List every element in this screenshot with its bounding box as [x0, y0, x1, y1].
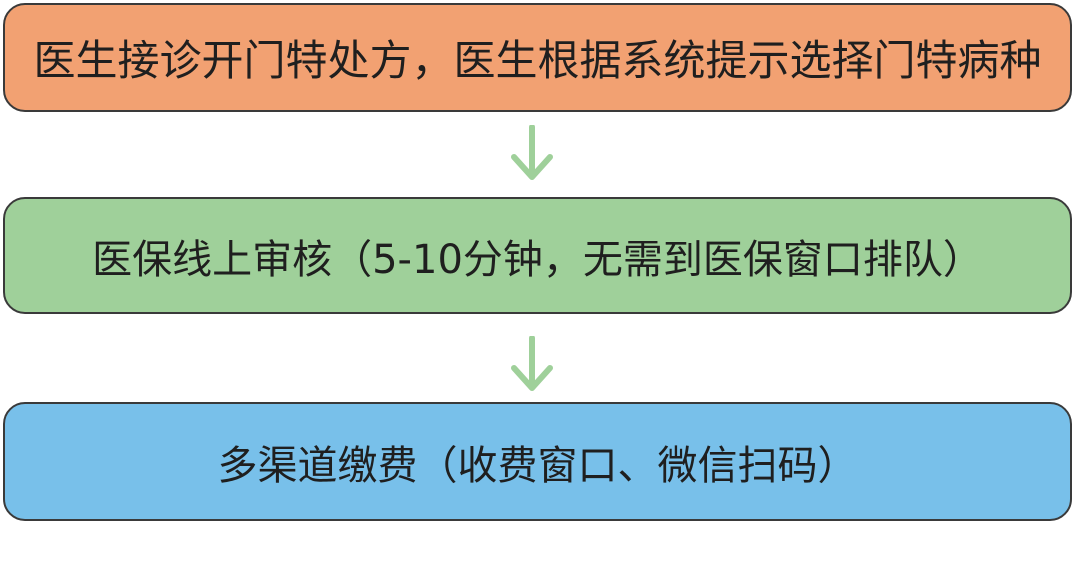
flow-step-3-label: 多渠道缴费（收费窗口、微信扫码） [217, 442, 858, 489]
down-arrow-icon [511, 336, 553, 391]
flow-step-3: 多渠道缴费（收费窗口、微信扫码） [3, 402, 1072, 521]
flow-step-2-label: 医保线上审核（5-10分钟，无需到医保窗口排队） [92, 236, 983, 283]
flow-step-2: 医保线上审核（5-10分钟，无需到医保窗口排队） [3, 197, 1072, 314]
down-arrow-icon [511, 125, 553, 180]
flow-step-1-label: 医生接诊开门特处方，医生根据系统提示选择门特病种 [33, 36, 1042, 85]
flow-step-1: 医生接诊开门特处方，医生根据系统提示选择门特病种 [3, 3, 1072, 112]
